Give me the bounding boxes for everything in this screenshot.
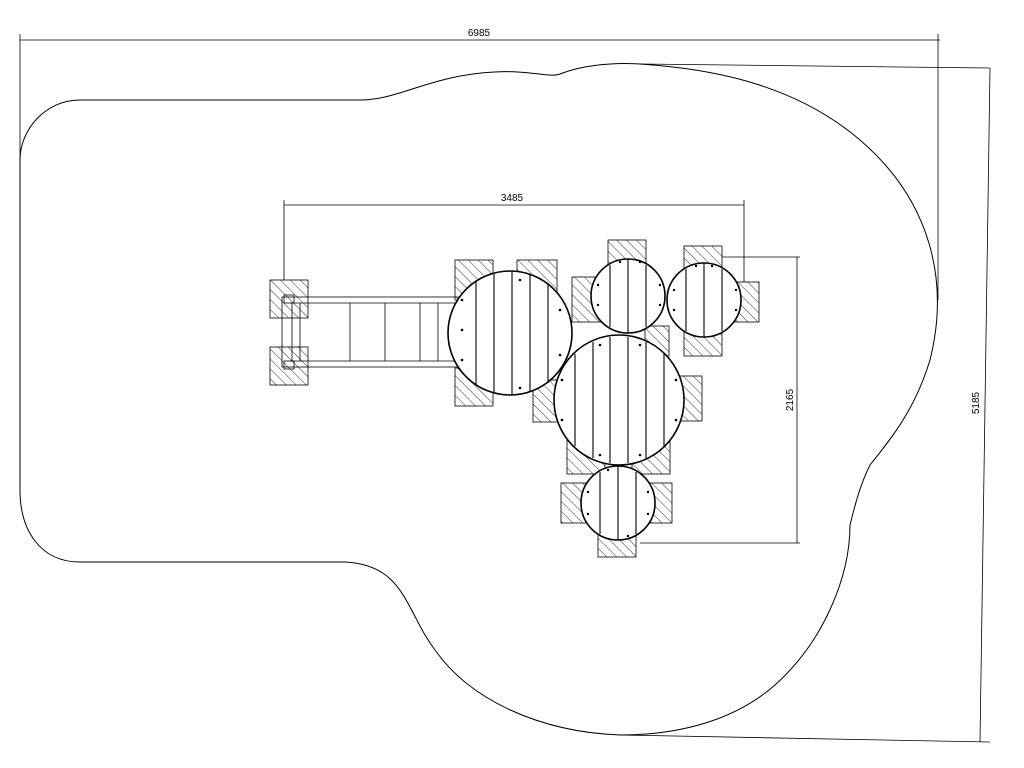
safety-zone-boundary	[19, 63, 938, 736]
platform-2	[590, 258, 666, 334]
dimension-overall-width: 6985	[19, 28, 940, 300]
platform-3	[666, 262, 742, 338]
dimension-overall-width-label: 6985	[468, 28, 491, 39]
footing	[269, 346, 309, 386]
dimension-equipment-height: 2165	[640, 256, 800, 544]
platform-4	[553, 334, 685, 466]
footing	[269, 279, 309, 319]
platform-1	[447, 270, 573, 396]
dimension-overall-height-label: 5185	[971, 391, 982, 414]
platform-5	[580, 465, 656, 541]
dimension-overall-height: 5185	[619, 63, 991, 743]
dimension-equipment-height-label: 2165	[785, 388, 796, 411]
dimension-equipment-width-label: 3485	[501, 193, 524, 204]
